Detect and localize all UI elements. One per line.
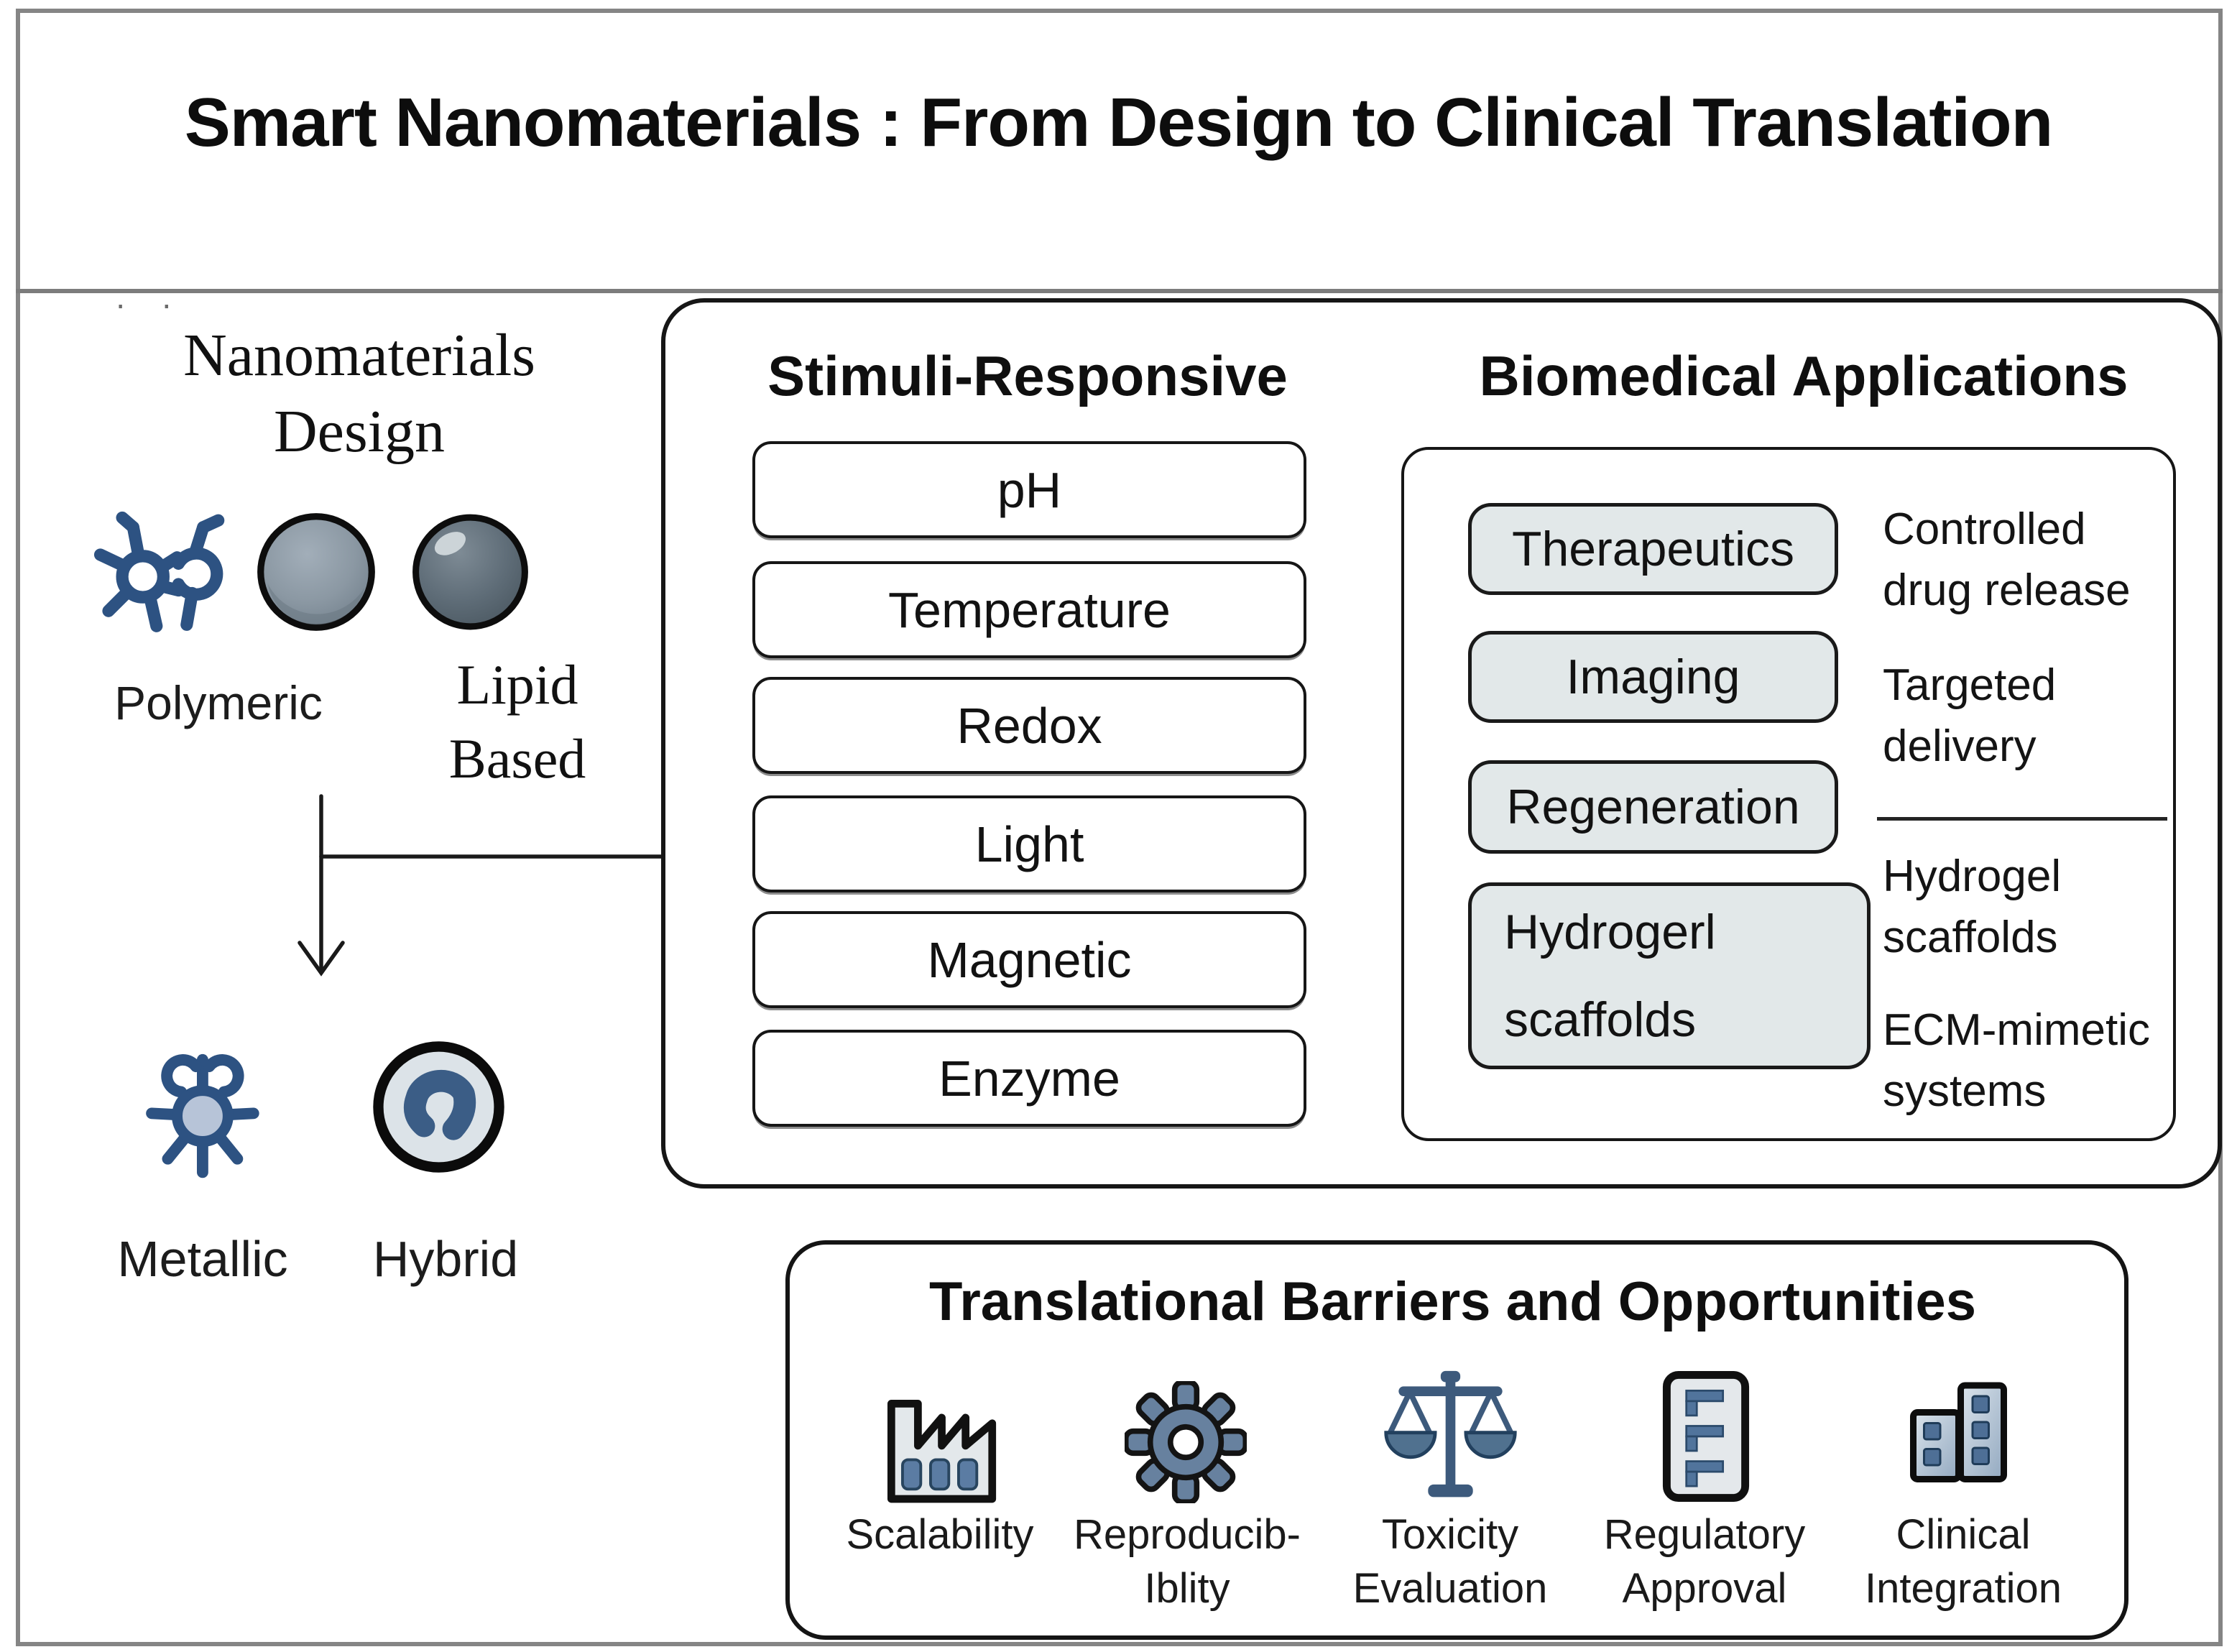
stimulus-box-redox: Redox (752, 677, 1306, 774)
annotation-controlled-drug-release: Controlled drug release (1883, 504, 2131, 615)
design-heading: Nanomaterials Design (183, 322, 535, 465)
annotation-hydrogel-scaffolds: Hydrogel scaffolds (1883, 852, 2062, 962)
annotation-targeted-delivery: Targeted delivery (1883, 660, 2057, 771)
barrier-label-reproducibility: Reproducib- Iblity (1074, 1511, 1301, 1612)
chip-hydrogel-scaffolds: Hydrogerl scaffolds (1468, 882, 1871, 1069)
chip-therapeutics: Therapeutics (1468, 503, 1838, 595)
barrier-label-clinical: Clinical Integration (1864, 1511, 2062, 1612)
barriers-panel (785, 1240, 2128, 1640)
hybrid-nanoparticle-icon (373, 1041, 504, 1173)
chip-regeneration: Regeneration (1468, 760, 1838, 854)
metallic-label: Metallic (117, 1231, 288, 1287)
polymer-network-icon (93, 511, 225, 632)
document-icon (1662, 1371, 1750, 1502)
stimulus-box-magnetic: Magnetic (752, 911, 1306, 1008)
scales-icon (1384, 1370, 1517, 1498)
barriers-heading: Translational Barriers and Opportunities (929, 1271, 1976, 1332)
polymeric-label: Polymeric (114, 676, 323, 729)
lipid-sphere-icon (412, 514, 528, 630)
factory-icon (887, 1400, 997, 1503)
gear-icon (1125, 1381, 1247, 1503)
biomedical-heading: Biomedical Applications (1479, 344, 2128, 407)
chip-imaging: Imaging (1468, 631, 1838, 723)
stimuli-heading: Stimuli-Responsive (767, 344, 1288, 407)
annotation-divider-line (1877, 817, 2167, 821)
nanoparticle-sphere-icon (257, 513, 375, 631)
stimulus-box-light: Light (752, 795, 1306, 892)
barrier-label-scalability: Scalability (846, 1511, 1034, 1558)
buildings-icon (1910, 1382, 2007, 1482)
barrier-label-toxicity: Toxicity Evaluation (1352, 1511, 1548, 1612)
annotation-ecm-mimetic-systems: ECM-mimetic systems (1883, 1005, 2150, 1116)
artifact-dots: · · (115, 285, 185, 323)
lipid-based-label: Lipid Based (448, 653, 586, 790)
figure-title: Smart Nanomaterials : From Design to Cli… (184, 84, 2054, 161)
barrier-label-regulatory: Regulatory Approval (1603, 1511, 1806, 1612)
stimulus-box-enzyme: Enzyme (752, 1030, 1306, 1127)
title-divider-line (16, 289, 2223, 293)
stimulus-box-ph: pH (752, 441, 1306, 538)
metallic-nanoparticle-icon (146, 1053, 259, 1178)
hybrid-label: Hybrid (372, 1231, 519, 1287)
stimulus-box-temperature: Temperature (752, 561, 1306, 658)
flow-arrow (298, 794, 666, 977)
